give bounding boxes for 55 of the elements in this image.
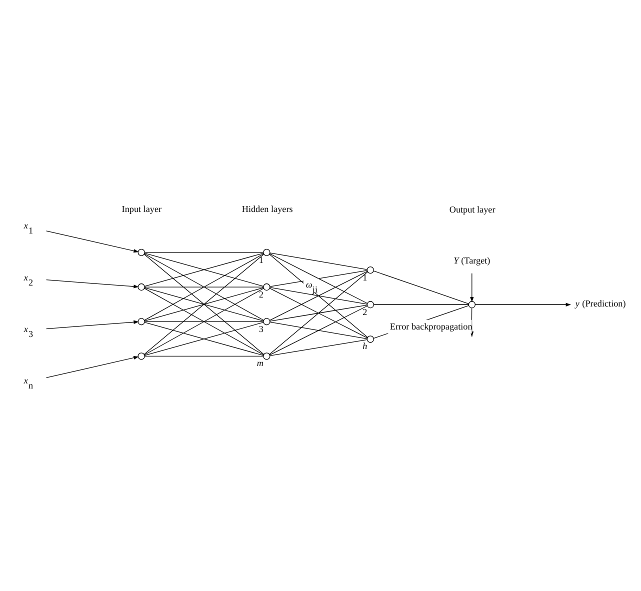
node-label: 2: [362, 307, 368, 318]
connector: [144, 286, 264, 288]
connector: [270, 270, 368, 321]
connector: [270, 304, 368, 322]
arrow: [46, 356, 139, 378]
connector: [270, 306, 368, 356]
node-circle: [263, 283, 270, 291]
connector: [373, 270, 470, 304]
connector: [144, 288, 264, 356]
node-circle: [138, 318, 145, 326]
node-circle: [468, 301, 476, 308]
connector: [269, 272, 368, 355]
node-text: Y (Target): [454, 255, 490, 266]
connector: [373, 304, 469, 305]
node-label: 1: [362, 272, 368, 283]
arrow: [46, 230, 139, 253]
arrow: [474, 302, 572, 306]
node-circle: [263, 248, 270, 256]
connector: [270, 287, 368, 305]
connector: [144, 252, 264, 287]
connector: [270, 253, 368, 304]
arrow: [46, 320, 139, 330]
label: Hidden layers: [242, 204, 293, 214]
node-circle: [366, 266, 374, 274]
connector: [144, 287, 264, 322]
connector: [144, 321, 264, 322]
connector: [144, 252, 264, 253]
label: Output layer: [449, 204, 496, 214]
node-circle: [263, 318, 270, 326]
arrow: [470, 273, 474, 302]
connector: [270, 322, 368, 340]
connector: [144, 356, 264, 357]
arrow: [46, 280, 139, 288]
node-circle: [263, 352, 270, 360]
connector: [270, 288, 368, 338]
node-label: 2: [258, 290, 264, 300]
label: Input layer: [122, 204, 162, 214]
connector: [269, 254, 368, 338]
node-label: 1: [258, 255, 264, 265]
connector: [144, 254, 264, 355]
connector: [144, 322, 264, 356]
connector: [144, 253, 264, 321]
node-circle: [138, 352, 145, 360]
connector: [270, 270, 368, 287]
node-label: h: [362, 341, 368, 352]
node-circle: [138, 283, 145, 291]
node-text: y (Prediction): [575, 298, 626, 308]
connector: [270, 252, 368, 270]
node-circle: [366, 336, 374, 343]
node-label: 3: [258, 324, 264, 334]
edge-label: Error backpropagation: [390, 321, 472, 332]
node-label: m: [256, 358, 264, 368]
connector: [270, 339, 368, 356]
node-circle: [138, 248, 145, 256]
node-circle: [366, 301, 374, 308]
